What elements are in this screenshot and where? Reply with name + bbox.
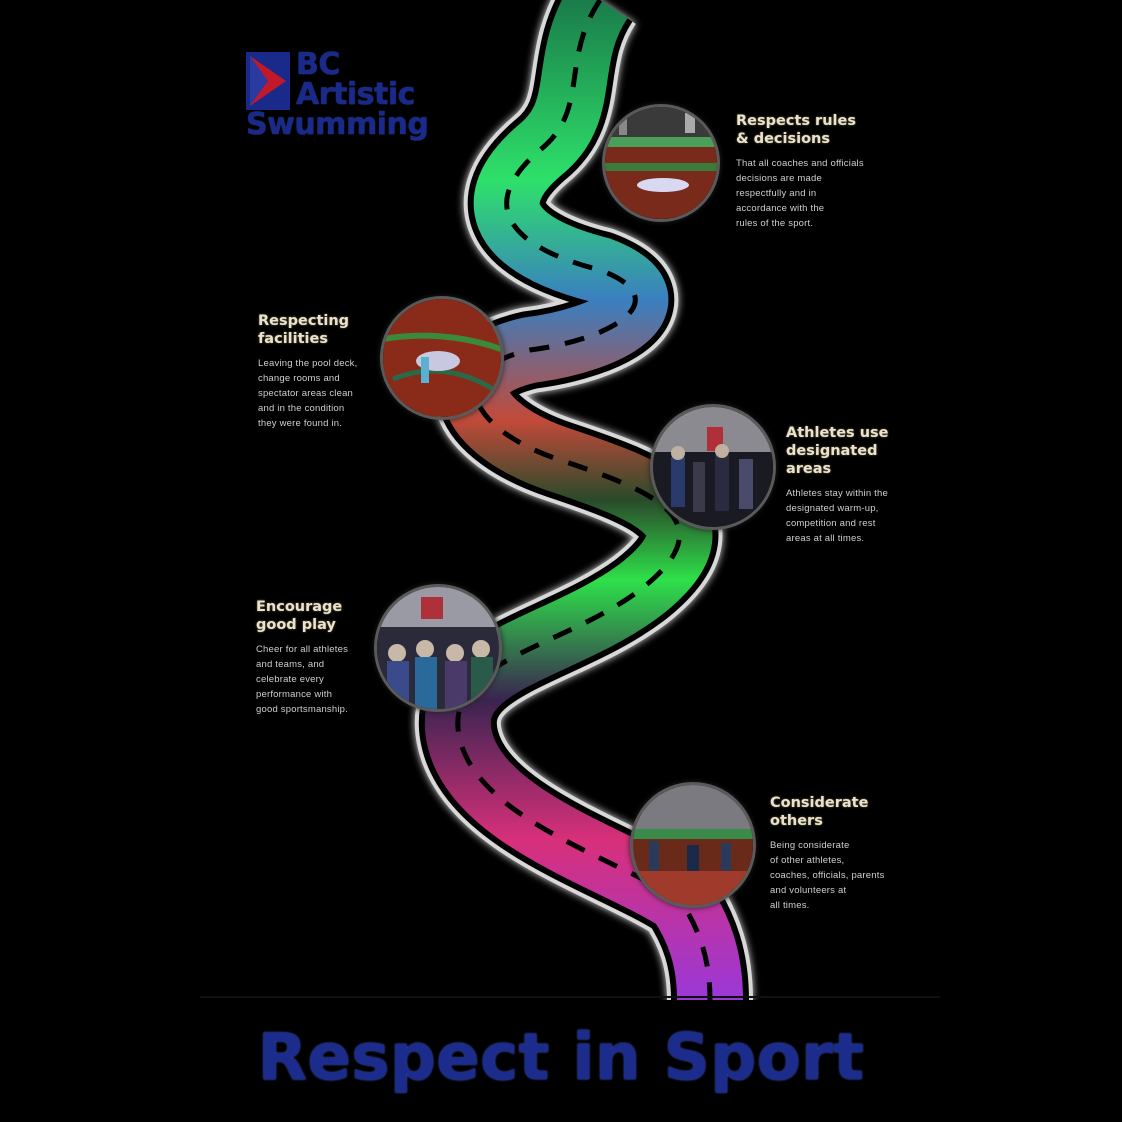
milestone-4-body-line: performance with (256, 689, 333, 700)
milestone-3-body-line: designated warm-up, (786, 503, 879, 514)
milestone-5: Considerate others Being considerate of … (770, 794, 920, 913)
milestone-1-title-line-1: Respects rules (736, 113, 856, 129)
milestone-4-title-line-1: Encourage (256, 599, 343, 615)
milestone-2-body-line: they were found in. (258, 418, 343, 429)
milestone-5-title: Considerate others (770, 794, 920, 830)
milestone-2-body-line: spectator areas clean (258, 388, 354, 399)
milestone-5-body-line: Being considerate (770, 840, 850, 851)
milestone-3-title-line-3: areas (786, 461, 832, 477)
milestone-3-body-line: areas at all times. (786, 533, 865, 544)
milestone-5-body-line: and volunteers at (770, 885, 847, 896)
milestone-2-title-line-2: facilities (258, 331, 328, 347)
logo-line-2: Artistic (296, 77, 415, 112)
milestone-2-title: Respecting facilities (258, 312, 378, 348)
milestone-1-body-line: accordance with the (736, 203, 825, 214)
milestone-photo-3 (650, 404, 776, 530)
milestone-5-body: Being considerate of other athletes, coa… (770, 838, 920, 913)
milestone-3-body: Athletes stay within the designated warm… (786, 486, 936, 546)
milestone-4-body-line: and teams, and (256, 659, 325, 670)
milestone-1-body-line: That all coaches and officials (736, 158, 864, 169)
logo-mark-icon (246, 52, 290, 110)
milestone-3-title-line-1: Athletes use (786, 425, 889, 441)
milestone-photo-4 (374, 584, 502, 712)
milestone-4-body-line: Cheer for all athletes (256, 644, 349, 655)
milestone-1-title-line-2: & decisions (736, 131, 830, 147)
brand-logo: BC Artistic Swumming (246, 47, 486, 152)
milestone-1-body-line: decisions are made (736, 173, 822, 184)
milestone-photo-5 (630, 782, 756, 908)
milestone-3: Athletes use designated areas Athletes s… (786, 424, 936, 546)
footer-divider (200, 996, 940, 998)
milestone-2-body-line: Leaving the pool deck, (258, 358, 358, 369)
milestone-5-title-line-1: Considerate (770, 795, 869, 811)
milestone-1-title: Respects rules & decisions (736, 112, 906, 148)
milestone-4-title-line-2: good play (256, 617, 336, 633)
logo-line-1: BC (296, 47, 340, 82)
milestone-2-body-line: and in the condition (258, 403, 345, 414)
logo-wordmark: BC Artistic Swumming (246, 47, 429, 140)
road-graphic (414, 0, 753, 1000)
milestone-4: Encourage good play Cheer for all athlet… (256, 598, 376, 717)
milestone-3-title: Athletes use designated areas (786, 424, 936, 478)
milestone-5-body-line: of other athletes, (770, 855, 845, 866)
logo-line-3: Swumming (246, 107, 429, 142)
milestone-1: Respects rules & decisions That all coac… (736, 112, 906, 231)
milestone-1-body-line: respectfully and in (736, 188, 817, 199)
milestone-4-body-line: celebrate every (256, 674, 324, 685)
milestone-4-body: Cheer for all athletes and teams, and ce… (256, 642, 376, 717)
milestone-3-body-line: Athletes stay within the (786, 488, 888, 499)
milestone-photo-2 (380, 296, 504, 420)
milestone-3-body-line: competition and rest (786, 518, 876, 529)
milestone-2: Respecting facilities Leaving the pool d… (258, 312, 378, 431)
milestone-1-body: That all coaches and officials decisions… (736, 156, 906, 231)
milestone-4-title: Encourage good play (256, 598, 376, 634)
milestone-4-body-line: good sportsmanship. (256, 704, 348, 715)
milestone-2-title-line-1: Respecting (258, 313, 350, 329)
milestone-2-body-line: change rooms and (258, 373, 340, 384)
milestone-2-body: Leaving the pool deck, change rooms and … (258, 356, 378, 431)
milestone-5-body-line: coaches, officials, parents (770, 870, 885, 881)
milestone-3-title-line-2: designated (786, 443, 878, 459)
poster-title: Respect in Sport (257, 1021, 865, 1095)
milestone-1-body-line: rules of the sport. (736, 218, 814, 229)
milestone-5-title-line-2: others (770, 813, 823, 829)
milestone-photo-1 (602, 104, 720, 222)
milestone-5-body-line: all times. (770, 900, 810, 911)
